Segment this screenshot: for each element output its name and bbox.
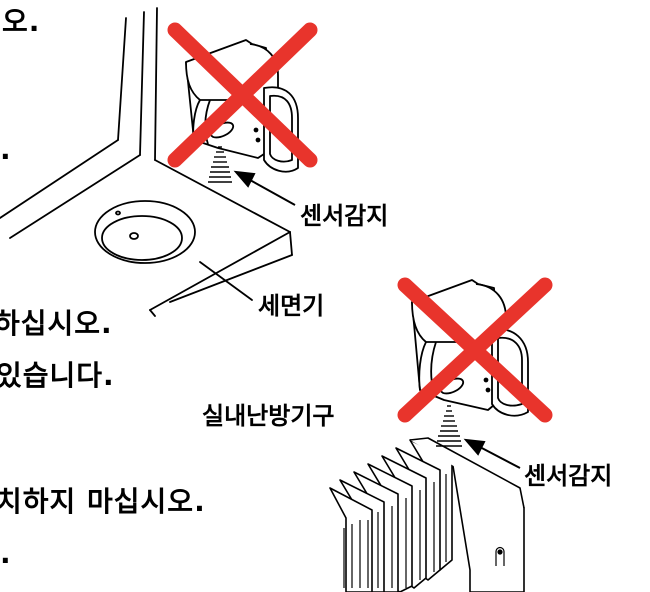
sensor-arrow-bottom [463,438,521,469]
wall-and-counter [0,7,293,317]
label-heater: 실내난방기구 [202,402,335,430]
sink-basin [94,200,196,264]
heater-fin-details [343,474,505,588]
label-sensor-top: 센서감지 [300,202,389,230]
red-x-icon [397,277,553,423]
instruction-fragment-1: 오. [2,5,41,38]
room-heater [329,437,525,592]
red-x-icon [167,22,318,168]
sensor-beam-bottom [436,405,462,447]
instruction-fragment-6: . [0,537,12,570]
sensor-arrow-top [233,170,296,206]
sensor-beam-top [208,146,232,183]
label-sensor-bottom: 센서감지 [524,462,613,490]
instruction-fragment-4: 있습니다. [0,359,115,392]
instruction-fragment-5: 치하지 마십시오. [0,485,206,518]
label-sink: 세면기 [258,292,325,320]
instruction-fragment-3: 하십시오. [0,307,113,340]
instruction-fragment-2: . [0,133,12,166]
